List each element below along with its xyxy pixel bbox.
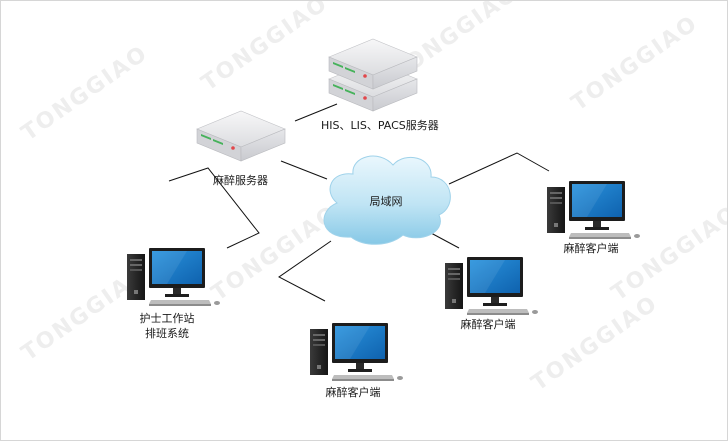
link-nurse-station (168, 167, 260, 249)
link-client-bottom (278, 240, 332, 302)
client-right-computer (547, 181, 640, 239)
link-client-right (448, 152, 550, 185)
anesthesia-server (196, 110, 286, 162)
his-server-label: HIS、LIS、PACS服务器 (321, 119, 439, 132)
client-center-label: 麻醉客户端 (460, 318, 516, 331)
client-bottom-label: 麻醉客户端 (325, 386, 381, 399)
client-bottom-computer (310, 323, 403, 381)
nurse-station-computer (127, 248, 220, 306)
nurse-station-label-line2: 排班系统 (145, 327, 189, 340)
client-right-label: 麻醉客户端 (563, 242, 619, 255)
lan-cloud (323, 155, 451, 245)
link-client-center (430, 232, 460, 249)
client-center-computer (445, 257, 538, 315)
link-his-server (294, 103, 338, 122)
anesthesia-server-label: 麻醉服务器 (213, 174, 268, 187)
link-anesthesia-server (280, 160, 328, 180)
nurse-station-label-line1: 护士工作站 (139, 312, 195, 325)
lan-label: 局域网 (369, 195, 403, 208)
connection-lines (168, 103, 550, 302)
his-lis-pacs-server (328, 38, 418, 112)
